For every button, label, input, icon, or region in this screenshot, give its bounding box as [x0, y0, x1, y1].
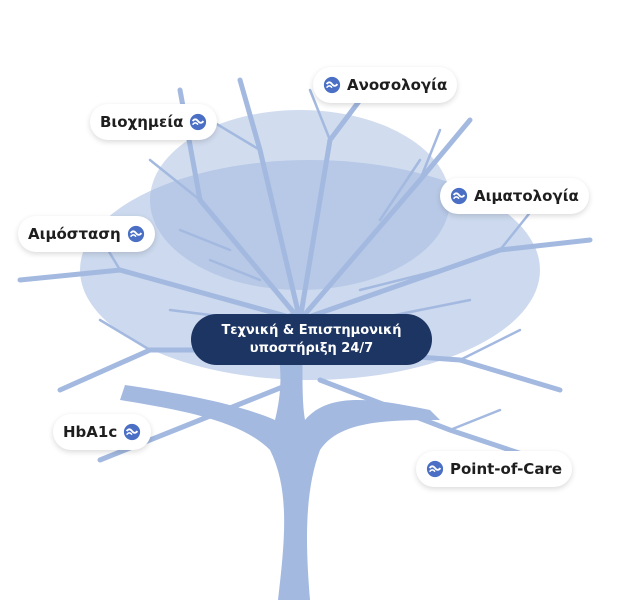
label-hba1c: HbA1c: [53, 414, 152, 450]
label-text: Ανοσολογία: [347, 76, 448, 94]
center-line-2: υποστήριξη 24/7: [249, 340, 374, 356]
label-text: Αιματολογία: [474, 187, 579, 205]
label-hematology: Αιματολογία: [440, 178, 589, 214]
label-text: HbA1c: [63, 423, 118, 441]
brand-swirl-icon: [127, 225, 144, 243]
label-immunology: Ανοσολογία: [313, 67, 458, 103]
brand-swirl-icon: [124, 423, 141, 441]
brand-swirl-icon: [323, 76, 341, 94]
label-text: Βιοχημεία: [100, 113, 184, 131]
label-text: Point-of-Care: [450, 460, 563, 478]
center-line-1: Τεχνική & Επιστημονική: [221, 322, 402, 338]
center-support-badge: Τεχνική & Επιστημονική υποστήριξη 24/7: [191, 314, 432, 365]
label-hemostasis: Αιμόσταση: [18, 216, 155, 252]
label-point-of-care: Point-of-Care: [416, 451, 573, 487]
label-text: Αιμόσταση: [28, 225, 121, 243]
label-biochemistry: Βιοχημεία: [90, 104, 218, 140]
brand-swirl-icon: [450, 187, 468, 205]
brand-swirl-icon: [190, 113, 207, 131]
brand-swirl-icon: [426, 460, 444, 478]
